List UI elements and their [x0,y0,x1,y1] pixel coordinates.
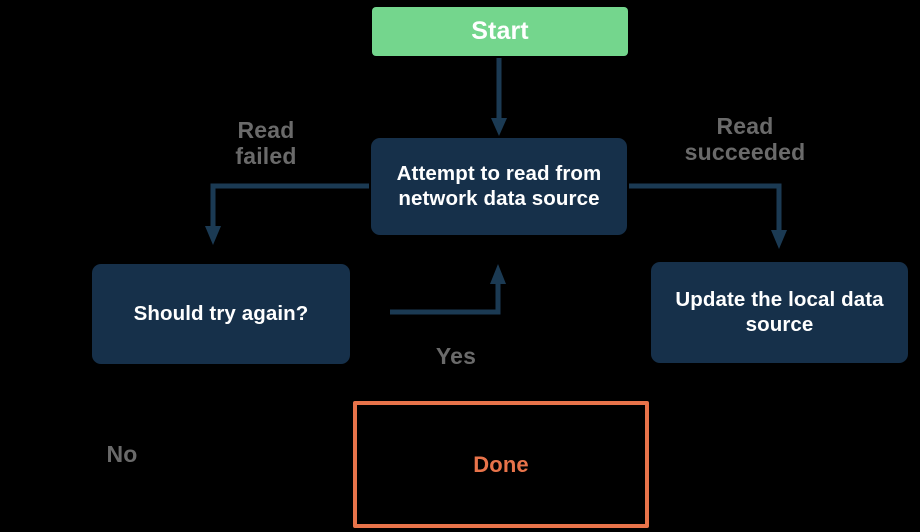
edge-label-read-failed: Read failed [235,117,297,169]
edge-attempt-to-update [629,183,787,249]
node-start-label: Start [471,16,529,45]
node-should-try-again-label: Should try again? [133,301,309,325]
node-start[interactable]: Start [372,7,628,56]
node-should-try-again[interactable]: Should try again? [92,264,350,364]
edge-label-no: No [106,441,138,467]
edge-label-yes: Yes [435,343,477,369]
node-attempt-read-label: Attempt to read from network data source [396,162,602,210]
edge-label-read-succeeded: Read succeeded [684,113,806,165]
edge-start-to-attempt [491,58,507,136]
node-attempt-read[interactable]: Attempt to read from network data source [371,138,627,235]
edge-retry-yes [390,264,506,315]
node-update-local-source[interactable]: Update the local data source [651,262,908,363]
edge-attempt-to-retry [205,183,369,245]
node-update-local-source-label: Update the local data source [675,288,884,336]
node-done[interactable]: Done [353,401,649,528]
node-done-label: Done [473,451,529,477]
